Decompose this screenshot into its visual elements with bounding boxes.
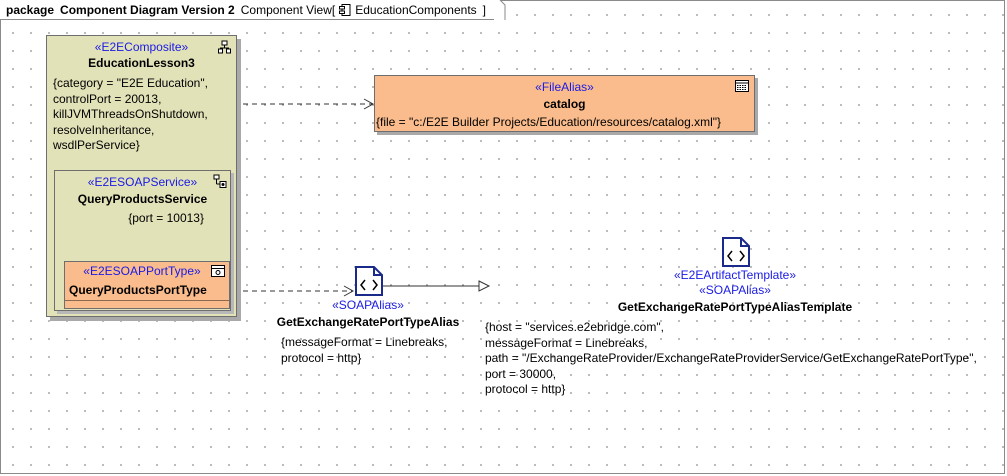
soap-alias-label[interactable]: «SOAPAlias» GetExchangeRatePortTypeAlias <box>270 298 466 329</box>
file-alias-properties: {file = "c:/E2E Builder Projects/Educati… <box>376 115 722 129</box>
frame-tab-corner <box>494 0 506 20</box>
template-stereotype-artifact: «E2EArtifactTemplate» <box>673 268 797 282</box>
service-icon <box>213 174 227 188</box>
soap-alias-artifact-icon[interactable] <box>354 266 384 296</box>
service-name: QueryProductsService <box>77 192 208 206</box>
port-type-query-products[interactable]: «E2ESOAPPortType» QueryProductsPortType <box>64 261 230 309</box>
frame-kind: package <box>6 2 55 17</box>
soap-alias-stereotype: «SOAPAlias» <box>332 298 404 312</box>
soap-alias-name: GetExchangeRatePortTypeAlias <box>276 315 460 329</box>
composite-stereotype: «E2EComposite» <box>94 40 189 54</box>
port-type-compartment-divider <box>65 300 229 301</box>
bracket-close: ] <box>482 2 487 17</box>
diagram-frame-header: package Component Diagram Version 2 Comp… <box>0 0 500 20</box>
file-alias-name: catalog <box>543 97 586 111</box>
dependency-arrowhead-catalog <box>363 98 375 110</box>
dependency-arrowhead-alias <box>343 285 355 297</box>
port-type-icon <box>211 265 225 277</box>
soap-alias-properties: {messageFormat = Linebreaks, protocol = … <box>281 335 448 365</box>
view-name: Component View <box>240 2 332 17</box>
service-stereotype: «E2ESOAPService» <box>87 175 198 189</box>
generalization-arrowhead <box>478 280 491 292</box>
file-alias-catalog[interactable]: «FileAlias» catalog {file = "c:/E2E Buil… <box>374 75 755 132</box>
template-artifact-icon[interactable] <box>721 237 751 267</box>
composite-name: EducationLesson3 <box>88 56 195 70</box>
file-alias-stereotype: «FileAlias» <box>535 80 594 94</box>
port-type-name: QueryProductsPortType <box>69 283 207 297</box>
template-stereotype-soap-alias: «SOAPAlias» <box>699 283 771 297</box>
service-properties: {port = 10013} <box>128 211 204 225</box>
template-properties: {host = "services.e2ebridge.com", messag… <box>485 320 977 396</box>
template-name: GetExchangeRatePortTypeAliasTemplate <box>617 300 853 314</box>
composite-icon <box>218 40 231 54</box>
composite-properties: {category = "E2E Education", controlPort… <box>53 76 208 152</box>
component-diagram-icon <box>339 3 351 16</box>
element-name[interactable]: EducationComponents <box>355 2 477 17</box>
bracket-open: [ <box>331 2 336 17</box>
diagram-title: Component Diagram Version 2 <box>60 2 235 17</box>
file-alias-icon <box>735 80 749 92</box>
port-type-stereotype: «E2ESOAPPortType» <box>83 264 201 278</box>
template-label[interactable]: «E2EArtifactTemplate» «SOAPAlias» GetExc… <box>605 268 865 314</box>
